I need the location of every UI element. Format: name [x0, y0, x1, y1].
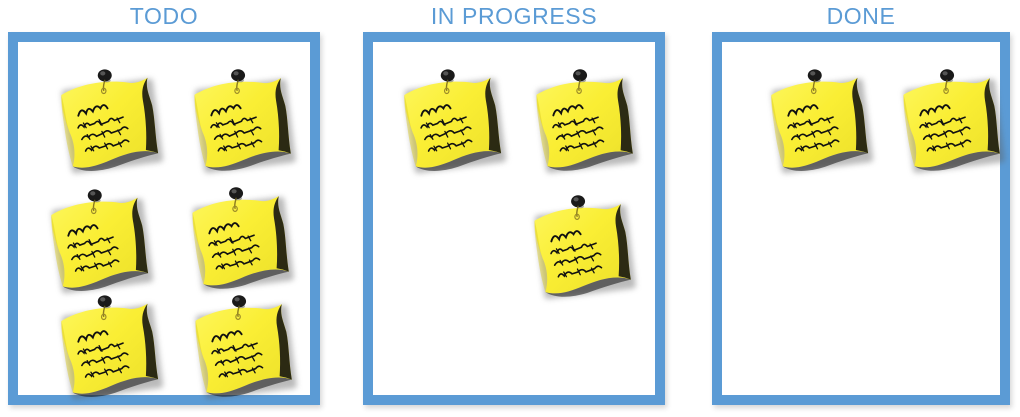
pushpin[interactable]	[936, 68, 958, 98]
column-title-todo: TODO	[129, 3, 199, 29]
handwriting-scribble	[552, 104, 605, 152]
note-paper	[900, 76, 1005, 173]
column-notes-done	[712, 32, 1010, 405]
column-done: DONE	[712, 0, 1010, 417]
note-todo-1[interactable]	[57, 67, 167, 174]
sticky-note-icon	[536, 78, 633, 171]
note-text-scribble	[192, 302, 297, 399]
note-paper	[531, 202, 636, 299]
pushpin-icon	[87, 189, 102, 215]
note-done-1[interactable]	[767, 67, 877, 174]
note-paper	[768, 75, 873, 173]
note-paper	[189, 194, 294, 291]
column-notes-in-progress	[363, 32, 665, 405]
pushpin[interactable]	[228, 294, 250, 324]
sticky-note-icon	[192, 196, 289, 289]
handwriting-scribble	[67, 224, 120, 272]
pushpin[interactable]	[567, 194, 589, 224]
note-done-2[interactable]	[899, 67, 1008, 174]
sticky-note-icon	[61, 77, 159, 171]
sticky-note-icon	[903, 78, 1000, 171]
note-text-scribble	[189, 194, 294, 291]
note-inprogress-3[interactable]	[530, 193, 639, 300]
note-text-scribble	[48, 195, 153, 293]
note-inprogress-2[interactable]	[532, 67, 641, 174]
column-notes-todo	[8, 32, 320, 405]
pushpin[interactable]	[225, 186, 247, 216]
sticky-note-icon	[51, 197, 149, 291]
note-todo-6[interactable]	[191, 293, 300, 400]
pushpin[interactable]	[227, 68, 249, 98]
sticky-note-icon	[771, 77, 869, 171]
column-in-progress: IN PROGRESS	[363, 0, 665, 417]
column-title-in-progress: IN PROGRESS	[430, 3, 598, 29]
pushpin-icon	[940, 69, 955, 95]
pushpin[interactable]	[94, 294, 116, 324]
note-paper	[48, 195, 153, 293]
handwriting-scribble	[210, 104, 263, 152]
note-paper	[192, 302, 297, 399]
pushpin-icon	[571, 195, 586, 221]
note-paper	[191, 76, 296, 173]
note-text-scribble	[191, 76, 296, 173]
note-todo-3[interactable]	[47, 187, 157, 294]
handwriting-scribble	[550, 230, 603, 278]
pushpin-icon	[573, 69, 588, 95]
note-paper	[58, 301, 163, 399]
pushpin[interactable]	[84, 188, 106, 218]
pushpin-icon	[232, 295, 247, 321]
pushpin[interactable]	[94, 68, 116, 98]
pushpin-icon	[97, 295, 112, 321]
column-title-done: DONE	[826, 3, 896, 29]
handwriting-scribble	[208, 222, 261, 270]
note-text-scribble	[768, 75, 873, 173]
note-inprogress-1[interactable]	[400, 67, 510, 174]
sticky-note-icon	[195, 304, 292, 397]
note-paper	[533, 76, 638, 173]
handwriting-scribble	[77, 104, 130, 152]
handwriting-scribble	[919, 104, 972, 152]
note-paper	[58, 75, 163, 173]
sticky-note-icon	[194, 78, 291, 171]
note-text-scribble	[533, 76, 638, 173]
pushpin-icon	[440, 69, 455, 95]
handwriting-scribble	[787, 104, 840, 152]
note-todo-5[interactable]	[57, 293, 167, 400]
sticky-note-icon	[404, 77, 502, 171]
note-text-scribble	[58, 301, 163, 399]
pushpin[interactable]	[569, 68, 591, 98]
note-todo-2[interactable]	[190, 67, 299, 174]
pushpin[interactable]	[804, 68, 826, 98]
note-todo-4[interactable]	[188, 185, 297, 292]
pushpin-icon	[807, 69, 822, 95]
handwriting-scribble	[211, 330, 264, 378]
note-paper	[401, 75, 506, 173]
note-text-scribble	[531, 202, 636, 299]
column-todo: TODO	[8, 0, 320, 417]
pushpin[interactable]	[437, 68, 459, 98]
note-text-scribble	[401, 75, 506, 173]
sticky-note-icon	[61, 303, 159, 397]
note-text-scribble	[58, 75, 163, 173]
pushpin-icon	[231, 69, 246, 95]
pushpin-icon	[97, 69, 112, 95]
note-text-scribble	[900, 76, 1005, 173]
handwriting-scribble	[420, 104, 473, 152]
handwriting-scribble	[77, 330, 130, 378]
sticky-note-icon	[534, 204, 631, 297]
pushpin-icon	[229, 187, 244, 213]
